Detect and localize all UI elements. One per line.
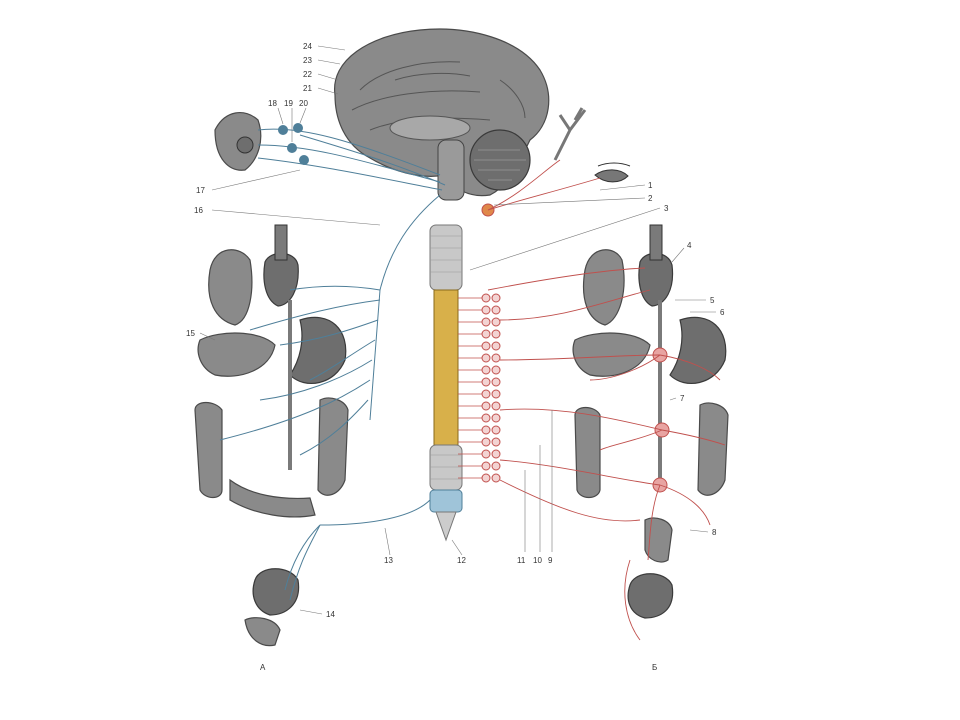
- right-stomach: [669, 316, 727, 384]
- label-2: 2: [648, 194, 653, 203]
- left-stomach: [289, 316, 347, 384]
- sympathetic-ganglion: [481, 305, 491, 315]
- right-heart: [638, 252, 674, 307]
- sympathetic-ganglion: [491, 305, 501, 315]
- left-organs: 15 14 A: [186, 224, 349, 672]
- left-lung: [208, 249, 253, 326]
- label-23: 23: [303, 56, 312, 65]
- label-24: 24: [303, 42, 312, 51]
- vagus-fibers: 13: [219, 285, 431, 601]
- sympathetic-ganglion: [481, 353, 491, 363]
- sympathetic-ganglion: [491, 377, 501, 387]
- sympathetic-ganglion: [481, 377, 491, 387]
- spinal-cord: 12: [429, 224, 466, 565]
- label-20: 20: [299, 99, 308, 108]
- right-bladder: [627, 573, 674, 619]
- label-7: 7: [680, 394, 685, 403]
- label-5: 5: [710, 296, 715, 305]
- label-4: 4: [687, 241, 692, 250]
- sympathetic-ganglion: [491, 449, 501, 459]
- label-13: 13: [384, 556, 393, 565]
- sympathetic-ganglion: [481, 293, 491, 303]
- right-vessel-icon: [553, 107, 587, 161]
- sympathetic-ganglion: [491, 425, 501, 435]
- sympathetic-ganglion: [481, 437, 491, 447]
- label-10: 10: [533, 556, 542, 565]
- label-12: 12: [457, 556, 466, 565]
- sympathetic-ganglion: [491, 413, 501, 423]
- sympathetic-ganglion: [481, 473, 491, 483]
- thoracolumbar-segment: [433, 289, 459, 446]
- label-9: 9: [548, 556, 553, 565]
- sympathetic-fibers: [487, 159, 726, 641]
- panel-label-a: A: [260, 663, 266, 672]
- sympathetic-ganglion: [491, 389, 501, 399]
- sympathetic-ganglion: [481, 329, 491, 339]
- brain-labels: 24 23 22 21: [303, 42, 346, 95]
- sympathetic-ganglion: [491, 329, 501, 339]
- sympathetic-ganglion: [481, 365, 491, 375]
- left-heart: [263, 252, 299, 307]
- sympathetic-ganglion: [481, 401, 491, 411]
- cranial-parasympathetic-fibers: [257, 128, 446, 291]
- right-intestine: [574, 406, 601, 499]
- left-liver: [197, 332, 276, 377]
- sympathetic-chain: [458, 293, 501, 483]
- sympathetic-ganglion: [491, 341, 501, 351]
- panel-label-b: Б: [652, 663, 657, 672]
- label-14: 14: [326, 610, 335, 619]
- sympathetic-ganglion: [481, 449, 491, 459]
- label-6: 6: [720, 308, 725, 317]
- sympathetic-ganglion: [491, 365, 501, 375]
- sympathetic-ganglion: [481, 461, 491, 471]
- right-labels: 1 2 3 4 5 6 7 8 9 10 11: [469, 181, 725, 565]
- sympathetic-ganglion: [491, 317, 501, 327]
- sympathetic-ganglion: [491, 401, 501, 411]
- brainstem: [437, 139, 465, 201]
- sympathetic-ganglion: [491, 473, 501, 483]
- label-11: 11: [517, 556, 526, 565]
- sympathetic-ganglion: [481, 341, 491, 351]
- label-16: 16: [194, 206, 203, 215]
- right-liver: [572, 332, 651, 377]
- sympathetic-ganglion: [481, 425, 491, 435]
- sympathetic-ganglion: [491, 353, 501, 363]
- right-organs: Б: [481, 107, 729, 672]
- brain: [334, 28, 550, 201]
- right-eye: [594, 169, 629, 183]
- sympathetic-ganglion: [491, 461, 501, 471]
- label-15: 15: [186, 329, 195, 338]
- label-18: 18: [268, 99, 277, 108]
- label-1: 1: [648, 181, 653, 190]
- head-ganglia: 18 19 20 17 16: [194, 99, 381, 226]
- sympathetic-ganglion: [481, 389, 491, 399]
- label-19: 19: [284, 99, 293, 108]
- sympathetic-ganglion: [481, 413, 491, 423]
- label-8: 8: [712, 528, 717, 537]
- right-lung: [582, 249, 625, 326]
- left-intestine: [194, 401, 223, 499]
- sacral-segment: [429, 489, 463, 513]
- label-3: 3: [664, 204, 669, 213]
- label-21: 21: [303, 84, 312, 93]
- label-17: 17: [196, 186, 205, 195]
- sympathetic-ganglion: [491, 293, 501, 303]
- sympathetic-ganglion: [481, 317, 491, 327]
- sympathetic-ganglion: [491, 437, 501, 447]
- label-22: 22: [303, 70, 312, 79]
